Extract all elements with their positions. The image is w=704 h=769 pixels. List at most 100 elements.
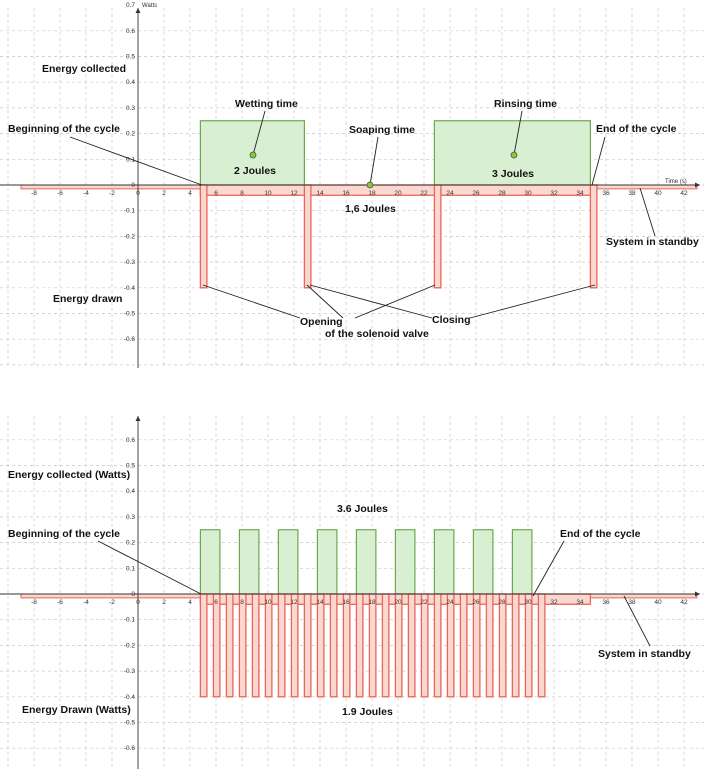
collected-pulse	[277, 529, 299, 595]
drawn-pulse	[433, 184, 442, 289]
x-tick-label: 8	[240, 599, 244, 606]
chart1-leaders	[69, 110, 656, 319]
x-tick-label: -6	[57, 190, 63, 197]
x-tick-label: 26	[472, 190, 480, 197]
annotation-energy-drawn: Energy drawn	[53, 293, 122, 305]
x-tick-label: 36	[602, 190, 610, 197]
x-tick-label: 36	[602, 599, 610, 606]
annotation-marker	[510, 151, 518, 159]
y-tick-label: 0.4	[126, 488, 135, 495]
x-tick-label: 14	[316, 190, 324, 197]
x-tick-label: 34	[576, 190, 584, 197]
annotation-leader	[469, 284, 596, 319]
y-tick-label: 0.5	[126, 463, 135, 470]
drawn-pulse	[277, 593, 286, 698]
annotation-leader	[306, 284, 344, 319]
x-tick-label: 28	[498, 190, 506, 197]
x-tick-label: -2	[109, 190, 115, 197]
x-tick-label: 32	[550, 190, 558, 197]
y-axis-arrow	[135, 416, 141, 421]
x-tick-label: 42	[680, 190, 688, 197]
x-tick-label: 38	[628, 599, 636, 606]
x-tick-label: 22	[420, 190, 428, 197]
annotation-leader	[591, 136, 606, 186]
annotation-beginning: Beginning of the cycle	[8, 123, 120, 135]
drawn-pulse	[394, 593, 403, 698]
x-tick-label: -2	[109, 599, 115, 606]
x-tick-label: -8	[31, 190, 37, 197]
x-tick-label: 42	[680, 599, 688, 606]
annotation-one-six-joules: 1,6 Joules	[345, 203, 396, 215]
annotation-collected-joules: 3.6 Joules	[337, 503, 388, 515]
y-tick-label: 0.1	[126, 565, 135, 572]
chart2-leaders	[97, 540, 651, 647]
annotation-two-joules: 2 Joules	[234, 165, 276, 177]
x-tick-label: -4	[83, 599, 89, 606]
annotation-energy-collected: Energy collected (Watts)	[8, 469, 130, 481]
annotation-leader	[369, 136, 379, 186]
drawn-pulse	[589, 184, 598, 289]
y-axis-label: Watts	[142, 3, 157, 9]
drawn-pulse	[368, 593, 377, 698]
x-axis-label: Time (s)	[665, 179, 687, 185]
x-tick-label: 18	[368, 599, 376, 606]
annotation-leader	[532, 540, 565, 597]
x-tick-label: 32	[550, 599, 558, 606]
drawn-pulse	[433, 593, 442, 698]
collected-pulse	[433, 529, 455, 595]
x-tick-label: 22	[420, 599, 428, 606]
x-tick-label: 2	[162, 190, 166, 197]
annotation-standby: System in standby	[606, 236, 699, 248]
drawn-pulse	[329, 593, 338, 698]
annotation-leader	[513, 110, 523, 156]
collected-pulse	[238, 529, 260, 595]
x-tick-label: 8	[240, 190, 244, 197]
x-tick-label: -6	[57, 599, 63, 606]
x-tick-label: 0	[136, 599, 140, 606]
annotation-closing: Closing	[432, 314, 471, 326]
annotation-leader	[623, 595, 651, 647]
annotation-leader	[97, 540, 202, 595]
chart1-axes	[0, 8, 700, 368]
annotation-leader	[202, 284, 301, 319]
drawn-pulse	[264, 593, 273, 698]
annotation-rinsing: Rinsing time	[494, 98, 557, 110]
y-tick-label: 0.7	[126, 2, 135, 9]
drawn-pulse	[472, 593, 481, 698]
x-tick-label: 24	[446, 190, 454, 197]
y-tick-label: -0.6	[124, 336, 136, 343]
y-tick-label: 0.2	[126, 131, 135, 138]
x-axis-arrow	[695, 591, 700, 597]
drawn-pulse	[498, 593, 507, 698]
x-tick-label: 18	[368, 190, 376, 197]
drawn-pulse	[511, 593, 520, 698]
y-tick-label: 0.3	[126, 105, 135, 112]
annotation-soaping: Soaping time	[349, 124, 415, 136]
y-tick-label: -0.1	[124, 208, 136, 215]
x-tick-label: 12	[290, 190, 298, 197]
x-tick-label: 38	[628, 190, 636, 197]
annotation-drawn-joules: 1.9 Joules	[342, 706, 393, 718]
x-tick-label: 40	[654, 190, 662, 197]
drawn-pulse	[199, 593, 208, 698]
x-tick-label: 4	[188, 190, 192, 197]
drawn-pulse	[212, 593, 221, 698]
drawn-pulse	[342, 593, 351, 698]
annotation-three-joules: 3 Joules	[492, 168, 534, 180]
annotation-standby: System in standby	[598, 648, 691, 660]
y-tick-label: -0.2	[124, 233, 136, 240]
annotation-marker	[249, 151, 257, 159]
chart1-marks	[20, 120, 698, 289]
x-tick-label: -4	[83, 190, 89, 197]
chart2-marks	[20, 529, 698, 698]
annotation-beginning: Beginning of the cycle	[8, 528, 120, 540]
drawn-pulse	[524, 593, 533, 698]
drawn-pulse	[303, 593, 312, 698]
annotation-valve: of the solenoid valve	[325, 328, 429, 340]
chart2-axes	[0, 416, 700, 769]
drawn-pulse	[225, 593, 234, 698]
annotation-leader	[252, 110, 266, 156]
